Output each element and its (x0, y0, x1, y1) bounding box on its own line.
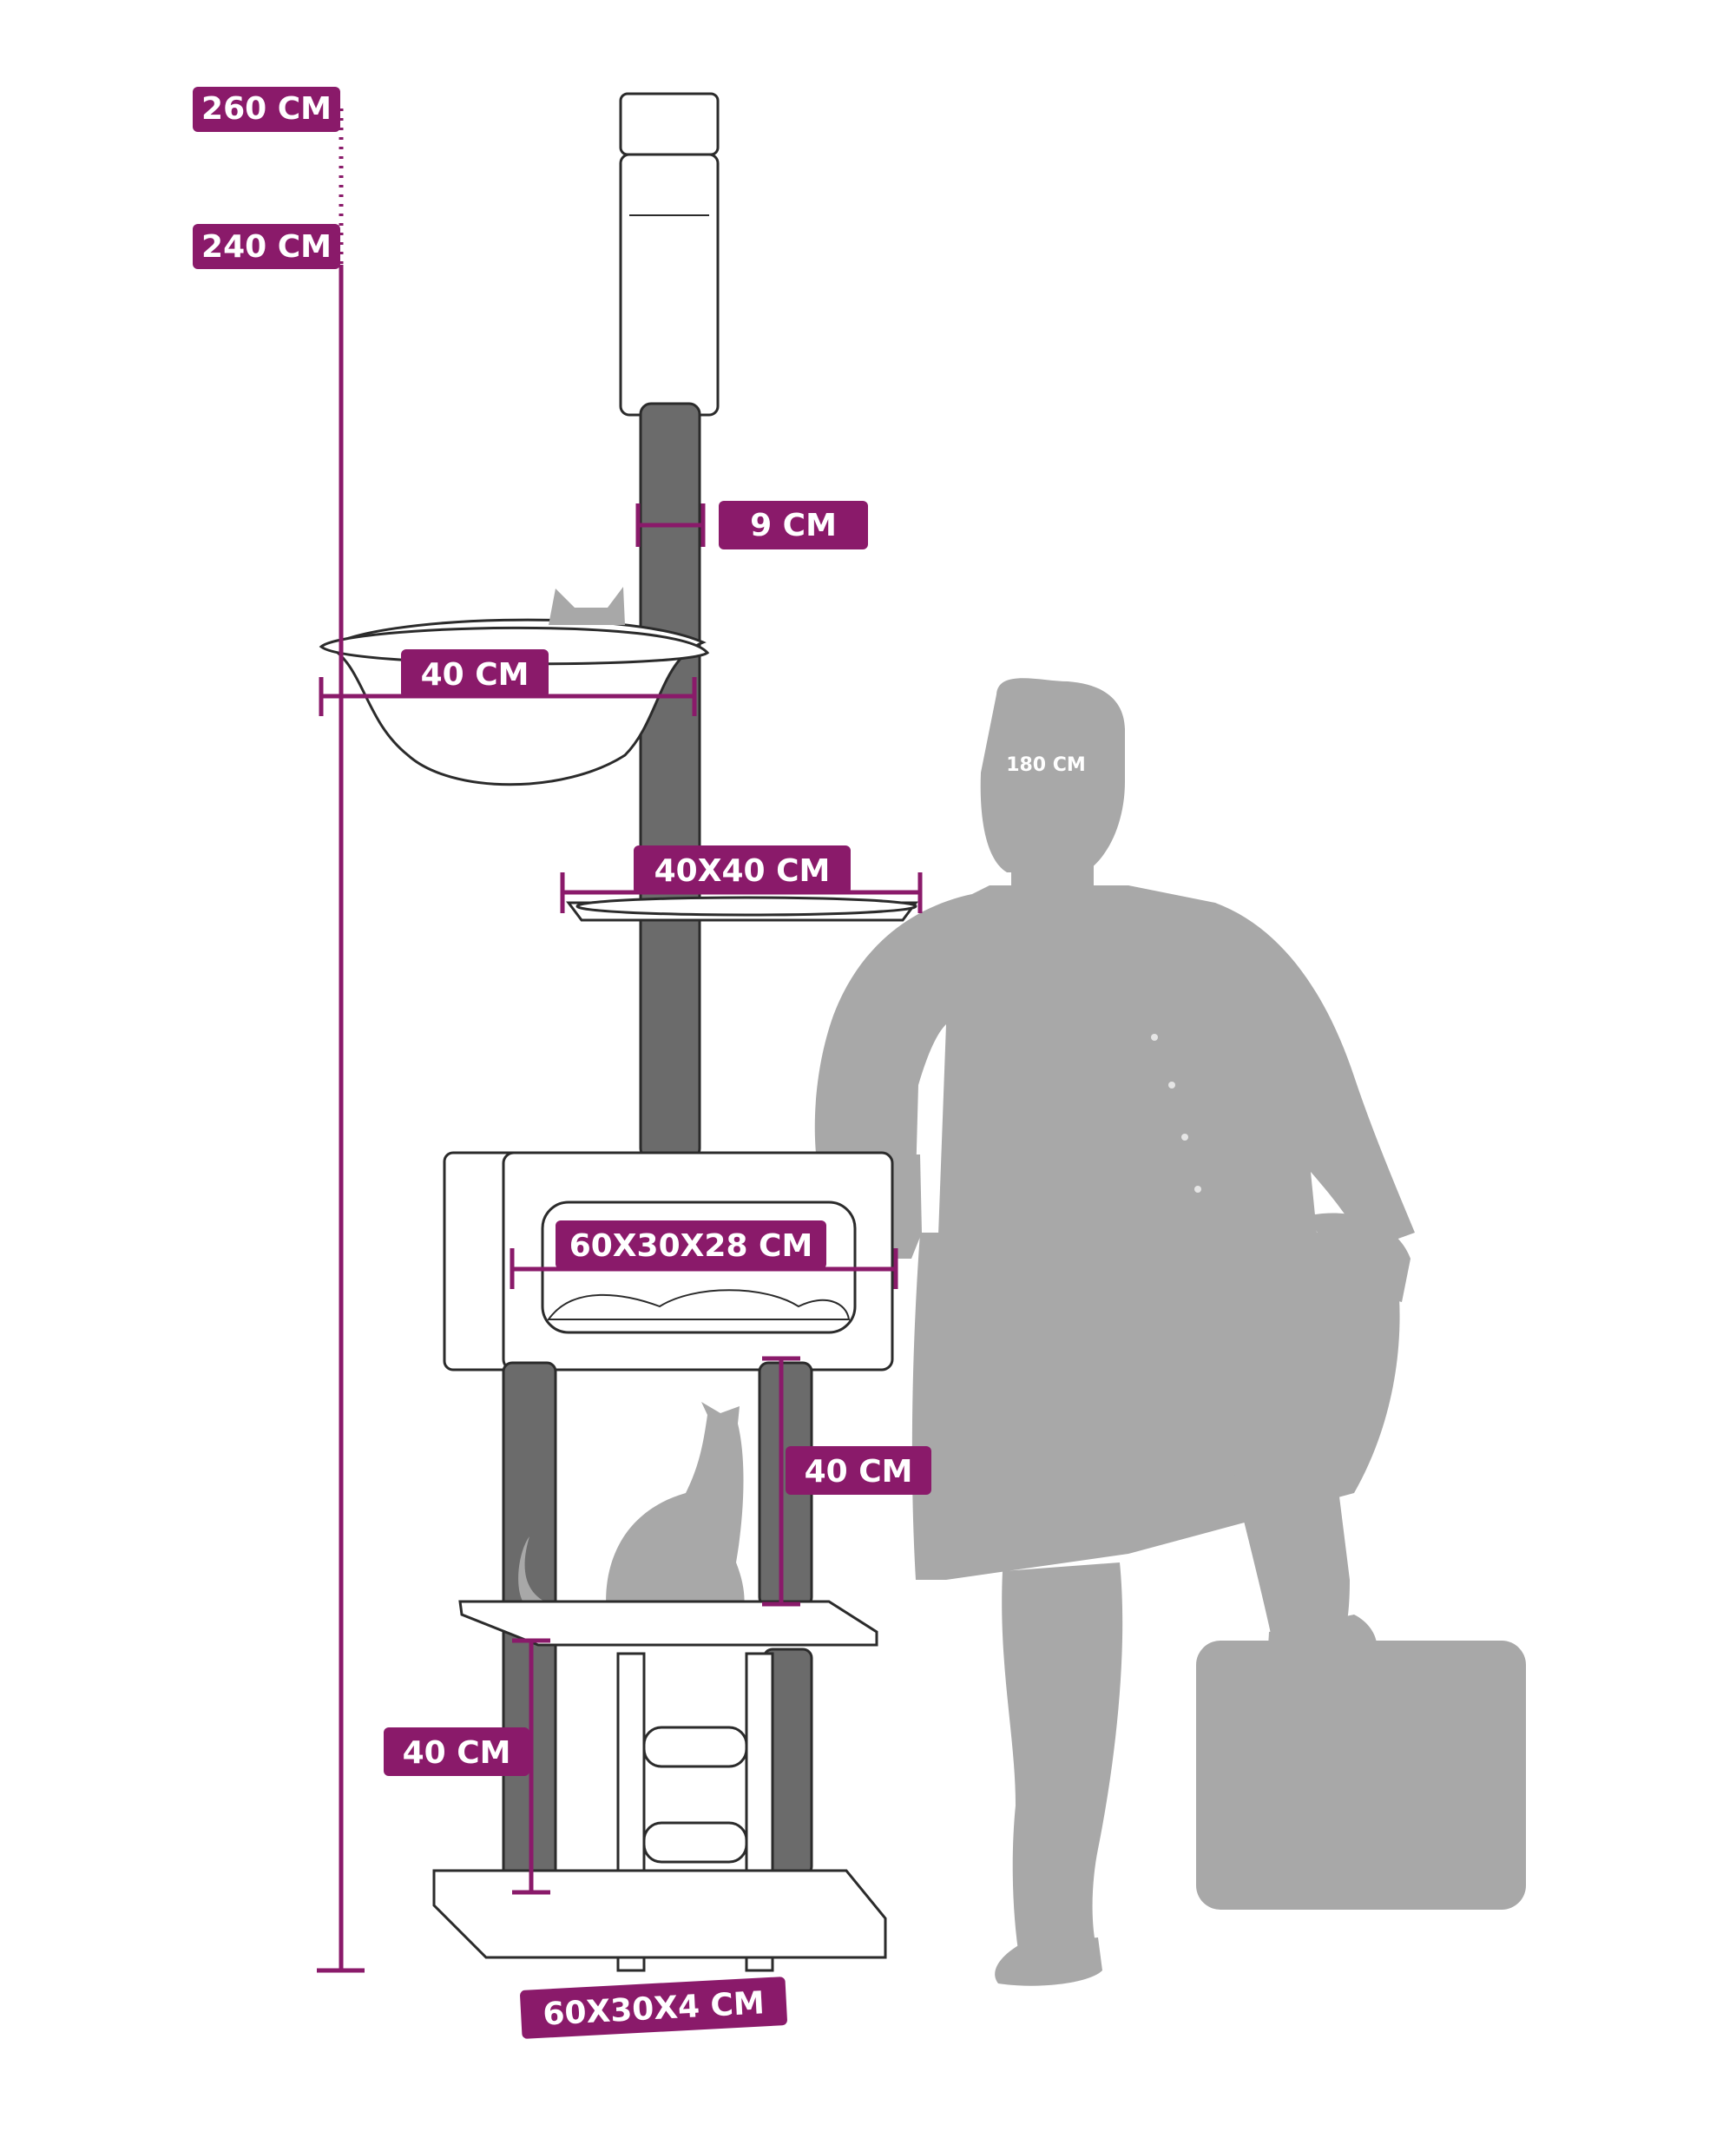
cat-head-hammock (549, 587, 625, 625)
lower-post-height-badge: 40 CM (384, 1727, 529, 1776)
height-min-badge: 240 CM (193, 224, 340, 269)
sitting-cat (518, 1402, 745, 1623)
height-max-badge: 260 CM (193, 87, 340, 132)
platform-size-badge: 40X40 CM (634, 845, 851, 894)
house-size-label: 60X30X28 CM (569, 1228, 813, 1264)
hammock-width-badge: 40 CM (401, 649, 549, 698)
pole-diameter-badge: 9 CM (719, 501, 868, 549)
cat-tree (319, 92, 918, 1972)
main-pole (639, 402, 701, 1161)
house-size-badge: 60X30X28 CM (556, 1220, 826, 1269)
person-silhouette (814, 678, 1526, 1986)
ladder-rung (642, 1821, 748, 1864)
base (432, 1869, 887, 1959)
ladder-rung (642, 1726, 748, 1768)
middle-post-height-label: 40 CM (805, 1454, 913, 1490)
middle-post-height-badge: 40 CM (786, 1446, 931, 1495)
height-max-label: 260 CM (201, 91, 332, 127)
shirt-buttons (1151, 1034, 1201, 1193)
height-min-label: 240 CM (201, 229, 332, 265)
pole-diameter-label: 9 CM (750, 508, 837, 543)
middle-shelf (458, 1600, 878, 1647)
ceiling-cap (619, 92, 720, 156)
person-height-label: 180 CM (1006, 754, 1086, 776)
base-size-badge: 60X30X4 CM (520, 1977, 787, 2039)
platform-size-label: 40X40 CM (654, 853, 831, 889)
tension-sleeve (619, 153, 720, 417)
hammock-width-label: 40 CM (421, 657, 529, 693)
dimension-labels: 260 CM 240 CM 9 CM 40 CM 40X40 CM 60X30X… (193, 87, 931, 2039)
lower-post-height-label: 40 CM (403, 1735, 511, 1771)
